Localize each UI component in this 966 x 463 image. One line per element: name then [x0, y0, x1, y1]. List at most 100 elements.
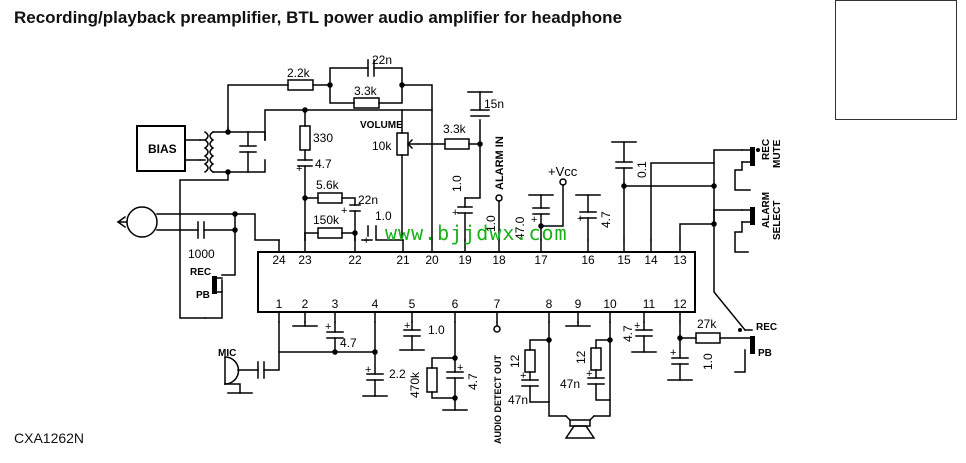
- svg-text:+: +: [325, 321, 331, 333]
- svg-text:+: +: [577, 213, 583, 225]
- c-22n-top-label: 22n: [372, 53, 392, 67]
- c-15n-label: 15n: [484, 97, 504, 111]
- c-1-0-19-label: 1.0: [450, 175, 464, 192]
- top-feedback-network: [227, 59, 433, 241]
- c-2-2-label: 2.2: [389, 367, 406, 381]
- svg-text:+: +: [296, 163, 302, 175]
- pin-label-11: 11: [643, 297, 656, 311]
- svg-text:+: +: [365, 364, 371, 376]
- pin-label-22: 22: [348, 253, 362, 267]
- bias-network: [136, 125, 266, 319]
- pin-label-17: 17: [534, 253, 548, 267]
- speaker-network: [521, 321, 613, 439]
- switch-contacts: [750, 147, 755, 354]
- ic-bottom-pin-leads: [278, 311, 681, 323]
- pin9-ground: [565, 321, 591, 327]
- pin-label-16: 16: [581, 253, 595, 267]
- pin-label-24: 24: [272, 253, 286, 267]
- volume-network: [396, 91, 493, 241]
- rec-left-label: REC: [190, 267, 211, 278]
- alarm-select-label-2: SELECT: [772, 201, 783, 240]
- r-330-label: 330: [313, 131, 333, 145]
- pin1-4-network: [224, 321, 388, 397]
- pin-label-20: 20: [425, 253, 439, 267]
- pin-label-21: 21: [396, 253, 410, 267]
- part-number: CXA1262N: [14, 430, 85, 446]
- ic-top-pin-leads: [278, 239, 681, 253]
- pin-label-4: 4: [372, 297, 379, 311]
- pin17-16-network: [528, 178, 601, 241]
- pin7-network: [493, 321, 501, 333]
- pin-label-3: 3: [332, 297, 339, 311]
- c-47n-a-label: 47n: [508, 393, 528, 407]
- volume-label: VOLUME: [360, 120, 403, 131]
- pin-label-10: 10: [603, 297, 617, 311]
- c-1-0-5-label: 1.0: [428, 323, 445, 337]
- junction-dots: [738, 148, 760, 332]
- rec-mute-label-2: MUTE: [772, 139, 783, 168]
- pin-label-1: 1: [276, 297, 283, 311]
- c-0-1-label: 0.1: [635, 161, 649, 178]
- alarm-in-label: ALARM IN: [494, 136, 506, 190]
- c-47n-b-label: 47n: [560, 377, 580, 391]
- svg-text:+: +: [586, 368, 592, 380]
- svg-text:+: +: [452, 207, 458, 219]
- svg-text:+: +: [404, 320, 410, 332]
- r-5-6k-label: 5.6k: [316, 178, 340, 192]
- pb-left-label: PB: [196, 290, 210, 301]
- left-switch-contact: [212, 276, 217, 294]
- svg-text:+: +: [531, 214, 537, 226]
- mic-label: MIC: [218, 348, 236, 359]
- r-12-b-label: 12: [574, 350, 588, 364]
- ic-body: [257, 251, 696, 313]
- c-47-0-label: 47.0: [513, 216, 527, 240]
- r-3-3k-top-label: 3.3k: [354, 84, 378, 98]
- svg-text:+: +: [341, 205, 347, 217]
- c-4-7-6-label: 4.7: [466, 373, 480, 390]
- c-1-0-18-label: 1.0: [484, 215, 498, 232]
- pin5-network: [399, 321, 425, 351]
- pin-label-6: 6: [452, 297, 459, 311]
- pin-label-14: 14: [644, 253, 658, 267]
- svg-text:+: +: [457, 362, 463, 374]
- c-1000-label: 1000: [188, 247, 215, 261]
- pin15-network: [611, 141, 715, 241]
- r-150k-label: 150k: [313, 213, 340, 227]
- vcc-label: +Vcc: [548, 164, 578, 179]
- pin-label-5: 5: [409, 297, 416, 311]
- c-4-7-a-label: 4.7: [315, 157, 332, 171]
- c-1-0-12-label: 1.0: [701, 353, 715, 370]
- c-4-7-16-label: 4.7: [599, 211, 613, 228]
- rec-mute-label-1: REC: [761, 139, 772, 160]
- right-switches: [650, 147, 753, 332]
- polarity-marks: + + + + + + + + + + + + + +: [296, 163, 676, 382]
- head-input-network: [116, 206, 306, 319]
- r-2-2k-label: 2.2k: [287, 66, 311, 80]
- pin-label-2: 2: [302, 297, 309, 311]
- pin-label-8: 8: [546, 297, 553, 311]
- r-3-3k-mid-label: 3.3k: [443, 122, 467, 136]
- bias-label: BIAS: [148, 142, 177, 156]
- pin6-network: [426, 321, 468, 411]
- svg-text:+: +: [670, 347, 676, 359]
- rec-right-label: REC: [756, 322, 777, 333]
- pin-label-7: 7: [494, 297, 501, 311]
- pin-label-13: 13: [673, 253, 687, 267]
- r-470k-label: 470k: [408, 371, 422, 398]
- c-4-7-11-label: 4.7: [621, 325, 635, 342]
- c-22n-mid-label: 22n: [358, 193, 378, 207]
- pb-right-label: PB: [758, 348, 772, 359]
- package-image-frame: [835, 0, 957, 120]
- r-27k-label: 27k: [697, 317, 717, 331]
- audio-detect-out-label: AUDIO DETECT OUT: [493, 354, 503, 444]
- diagram-title: Recording/playback preamplifier, BTL pow…: [14, 8, 623, 27]
- pin18-network: [495, 194, 503, 241]
- r-12-a-label: 12: [508, 354, 522, 368]
- svg-text:+: +: [520, 370, 526, 382]
- pin-label-9: 9: [575, 297, 582, 311]
- svg-text:+: +: [363, 235, 369, 247]
- pin-label-19: 19: [458, 253, 472, 267]
- pin-label-15: 15: [617, 253, 631, 267]
- c-4-7-3-label: 4.7: [340, 336, 357, 350]
